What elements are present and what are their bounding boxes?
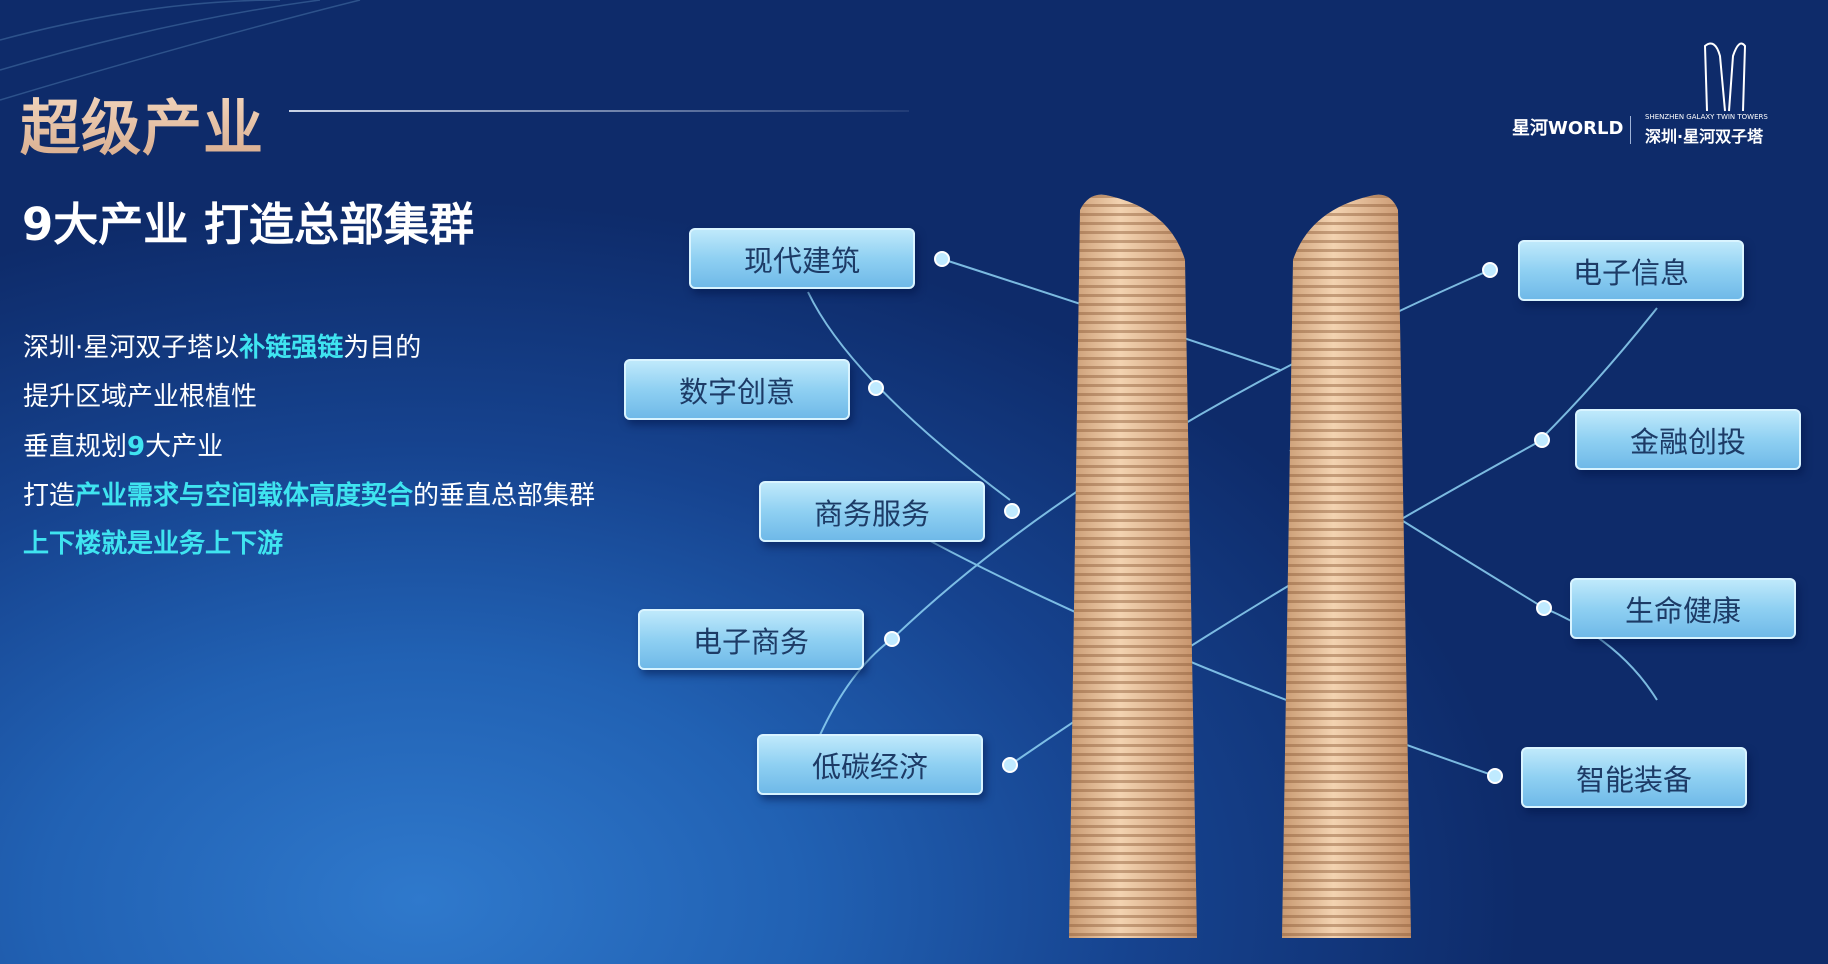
paragraph-line: 打造产业需求与空间载体高度契合的垂直总部集群 [23, 481, 596, 511]
industry-label: 现代建筑 [689, 228, 915, 289]
paragraph-line: 垂直规划9大产业 [23, 432, 224, 462]
industry-label: 电子商务 [638, 609, 864, 670]
paragraph-line: 上下楼就是业务上下游 [23, 529, 284, 559]
title-divider [289, 110, 909, 112]
industry-label: 生命健康 [1570, 578, 1796, 639]
paragraph-line: 深圳·星河双子塔以补链强链为目的 [23, 333, 422, 363]
brand-logo-text: 星河WORLD [1512, 118, 1624, 139]
page-title: 超级产业 [20, 80, 264, 167]
industry-label: 数字创意 [624, 359, 850, 420]
twin-towers-logo-icon [1703, 42, 1747, 112]
industry-label: 金融创投 [1575, 409, 1801, 470]
industry-label: 低碳经济 [757, 734, 983, 795]
industry-label: 智能装备 [1521, 747, 1747, 808]
page-subtitle: 9大产业 打造总部集群 [22, 198, 474, 251]
left-tower [1069, 194, 1197, 939]
logo-tagline: SHENZHEN GALAXY TWIN TOWERS [1645, 113, 1768, 121]
industry-label: 电子信息 [1518, 240, 1744, 301]
logo-divider [1630, 116, 1631, 144]
industry-label: 商务服务 [759, 481, 985, 542]
paragraph-line: 提升区域产业根植性 [23, 382, 258, 412]
right-tower [1282, 194, 1411, 939]
logo-name: 深圳·星河双子塔 [1645, 127, 1764, 146]
